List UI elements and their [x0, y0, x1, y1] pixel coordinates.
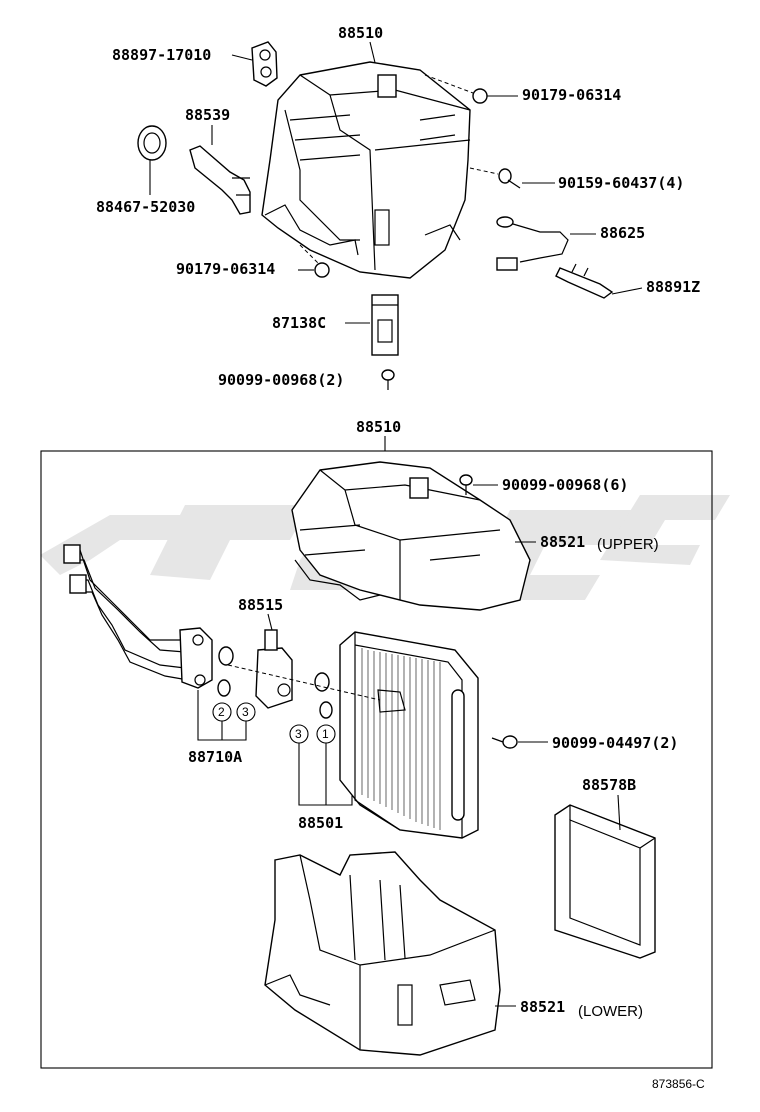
upper-case-88521: [291, 461, 531, 611]
top-section: 88510 88897-17010 88539: [96, 24, 700, 390]
label-90099-6: 90099-00968(6): [502, 476, 628, 494]
expansion-valve-88515: [255, 629, 293, 709]
note-lower: (LOWER): [578, 1003, 643, 1020]
label-88521-upper: 88521: [540, 533, 585, 551]
evaporator-88501: [339, 631, 479, 839]
seal-ring-88467: [137, 125, 167, 161]
link-87138: [371, 294, 399, 356]
screw-90099-04497: [491, 735, 518, 749]
label-88578: 88578B: [582, 776, 636, 794]
label-88539: 88539: [185, 106, 230, 124]
screw-90099-2: [381, 369, 395, 390]
callout-1: 1: [322, 727, 329, 741]
label-90159: 90159-60437(4): [558, 174, 684, 192]
bottom-assembly-label: 88510: [356, 418, 401, 436]
label-88515: 88515: [238, 596, 283, 614]
clamp-88891: [555, 263, 614, 299]
label-87138: 87138C: [272, 314, 326, 332]
o-ring-b: [217, 679, 231, 697]
label-88625: 88625: [600, 224, 645, 242]
label-90099-04497: 90099-04497(2): [552, 734, 678, 752]
callout-2: 2: [218, 705, 225, 719]
label-88891: 88891Z: [646, 278, 700, 296]
label-90179-bottom: 90179-06314: [176, 260, 275, 278]
pipe-assembly: [63, 544, 213, 689]
o-ring-c: [314, 672, 330, 692]
assembly-frame: [40, 450, 713, 1069]
o-ring-d: [319, 701, 333, 719]
o-ring-a: [218, 646, 234, 666]
nut-90179-top: [472, 88, 488, 104]
top-assembly-label: 88510: [338, 24, 383, 42]
note-upper: (UPPER): [597, 536, 659, 553]
hose-88539: [189, 145, 251, 215]
bottom-section: 88510 90099-00968(6) 88521 (UPPER): [40, 418, 713, 1069]
label-88501: 88501: [298, 814, 343, 832]
label-88521-lower: 88521: [520, 998, 565, 1016]
thermistor-88625: [496, 216, 569, 271]
screw-90159: [498, 168, 521, 189]
reference-code: 873856-C: [652, 1077, 705, 1091]
callout-3b: 3: [295, 727, 302, 741]
label-90179-top: 90179-06314: [522, 86, 621, 104]
screw-90099-6: [459, 474, 473, 495]
label-88467: 88467-52030: [96, 198, 195, 216]
nut-90179-bottom: [314, 262, 330, 278]
label-90099-2: 90099-00968(2): [218, 371, 344, 389]
callout-3a: 3: [242, 705, 249, 719]
label-88710: 88710A: [188, 748, 242, 766]
lower-case-88521: [264, 851, 501, 1056]
label-88897: 88897-17010: [112, 46, 211, 64]
blower-case-top: [261, 61, 471, 279]
grommet-88897: [251, 41, 278, 87]
filter-88578: [554, 804, 656, 959]
